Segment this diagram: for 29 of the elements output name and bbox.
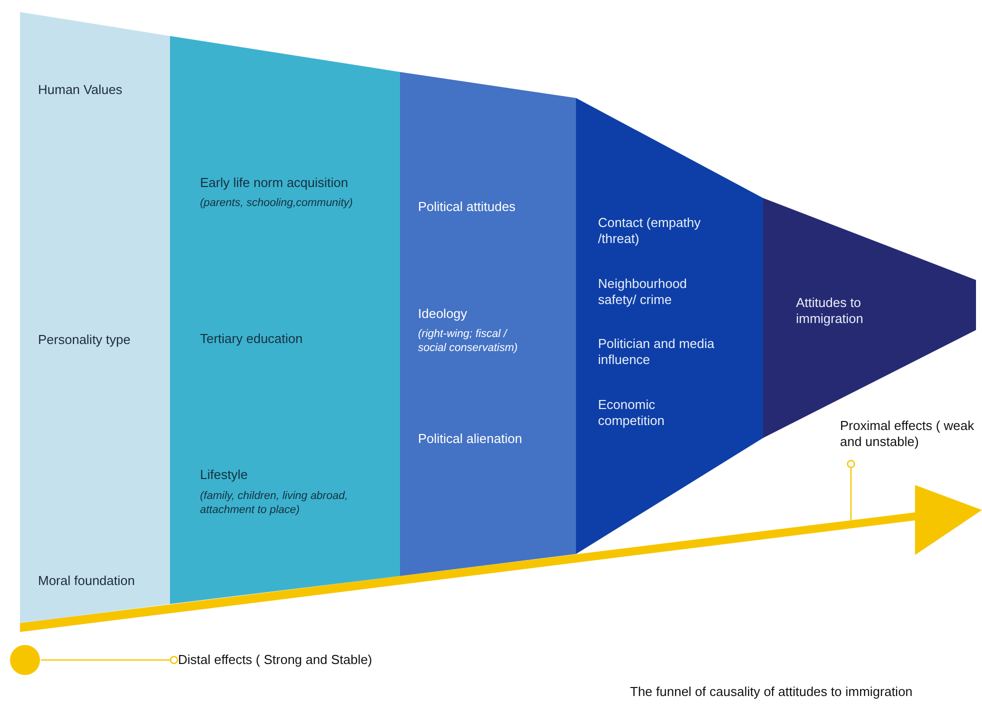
band-label: Personality type: [38, 332, 132, 348]
dot-marker: [9, 644, 41, 676]
band-label: Political alienation: [418, 431, 524, 447]
annotation-text: Distal effects ( Strong and Stable): [178, 652, 438, 668]
funnel-segment: [400, 72, 576, 576]
band-label: Tertiary education: [200, 331, 304, 347]
band-label: Moral foundation: [38, 573, 136, 589]
band-label: Contact (empathy /threat): [598, 215, 702, 247]
funnel-segment: [170, 36, 400, 604]
annotation-text: Proximal effects ( weak and unstable): [840, 418, 980, 450]
band-sublabel: (parents, schooling,community): [200, 196, 354, 210]
band-label: Neighbourhood safety/ crime: [598, 276, 688, 308]
funnel-segment: [576, 98, 763, 554]
leader-line: [41, 656, 178, 664]
band-label: Economic competition: [598, 397, 666, 429]
leader-line: [846, 460, 856, 520]
caption: The funnel of causality of attitudes to immigration: [630, 684, 913, 700]
band-label: Attitudes to immigration: [796, 295, 864, 327]
band-label: Early life norm acquisition: [200, 175, 350, 191]
timeline-arrow: [18, 482, 982, 634]
band-label: Political attitudes: [418, 199, 517, 215]
band-label: Human Values: [38, 82, 124, 98]
band-sublabel: (family, children, living abroad, attachment to place): [200, 489, 349, 517]
band-label: Politician and media influence: [598, 336, 716, 368]
funnel-segment: [20, 12, 170, 623]
band-sublabel: (right-wing; fiscal / social conservatism): [418, 327, 519, 355]
band-label: Lifestyle: [200, 467, 249, 483]
funnel-segment: [763, 198, 976, 438]
band-label: Ideology: [418, 306, 468, 322]
